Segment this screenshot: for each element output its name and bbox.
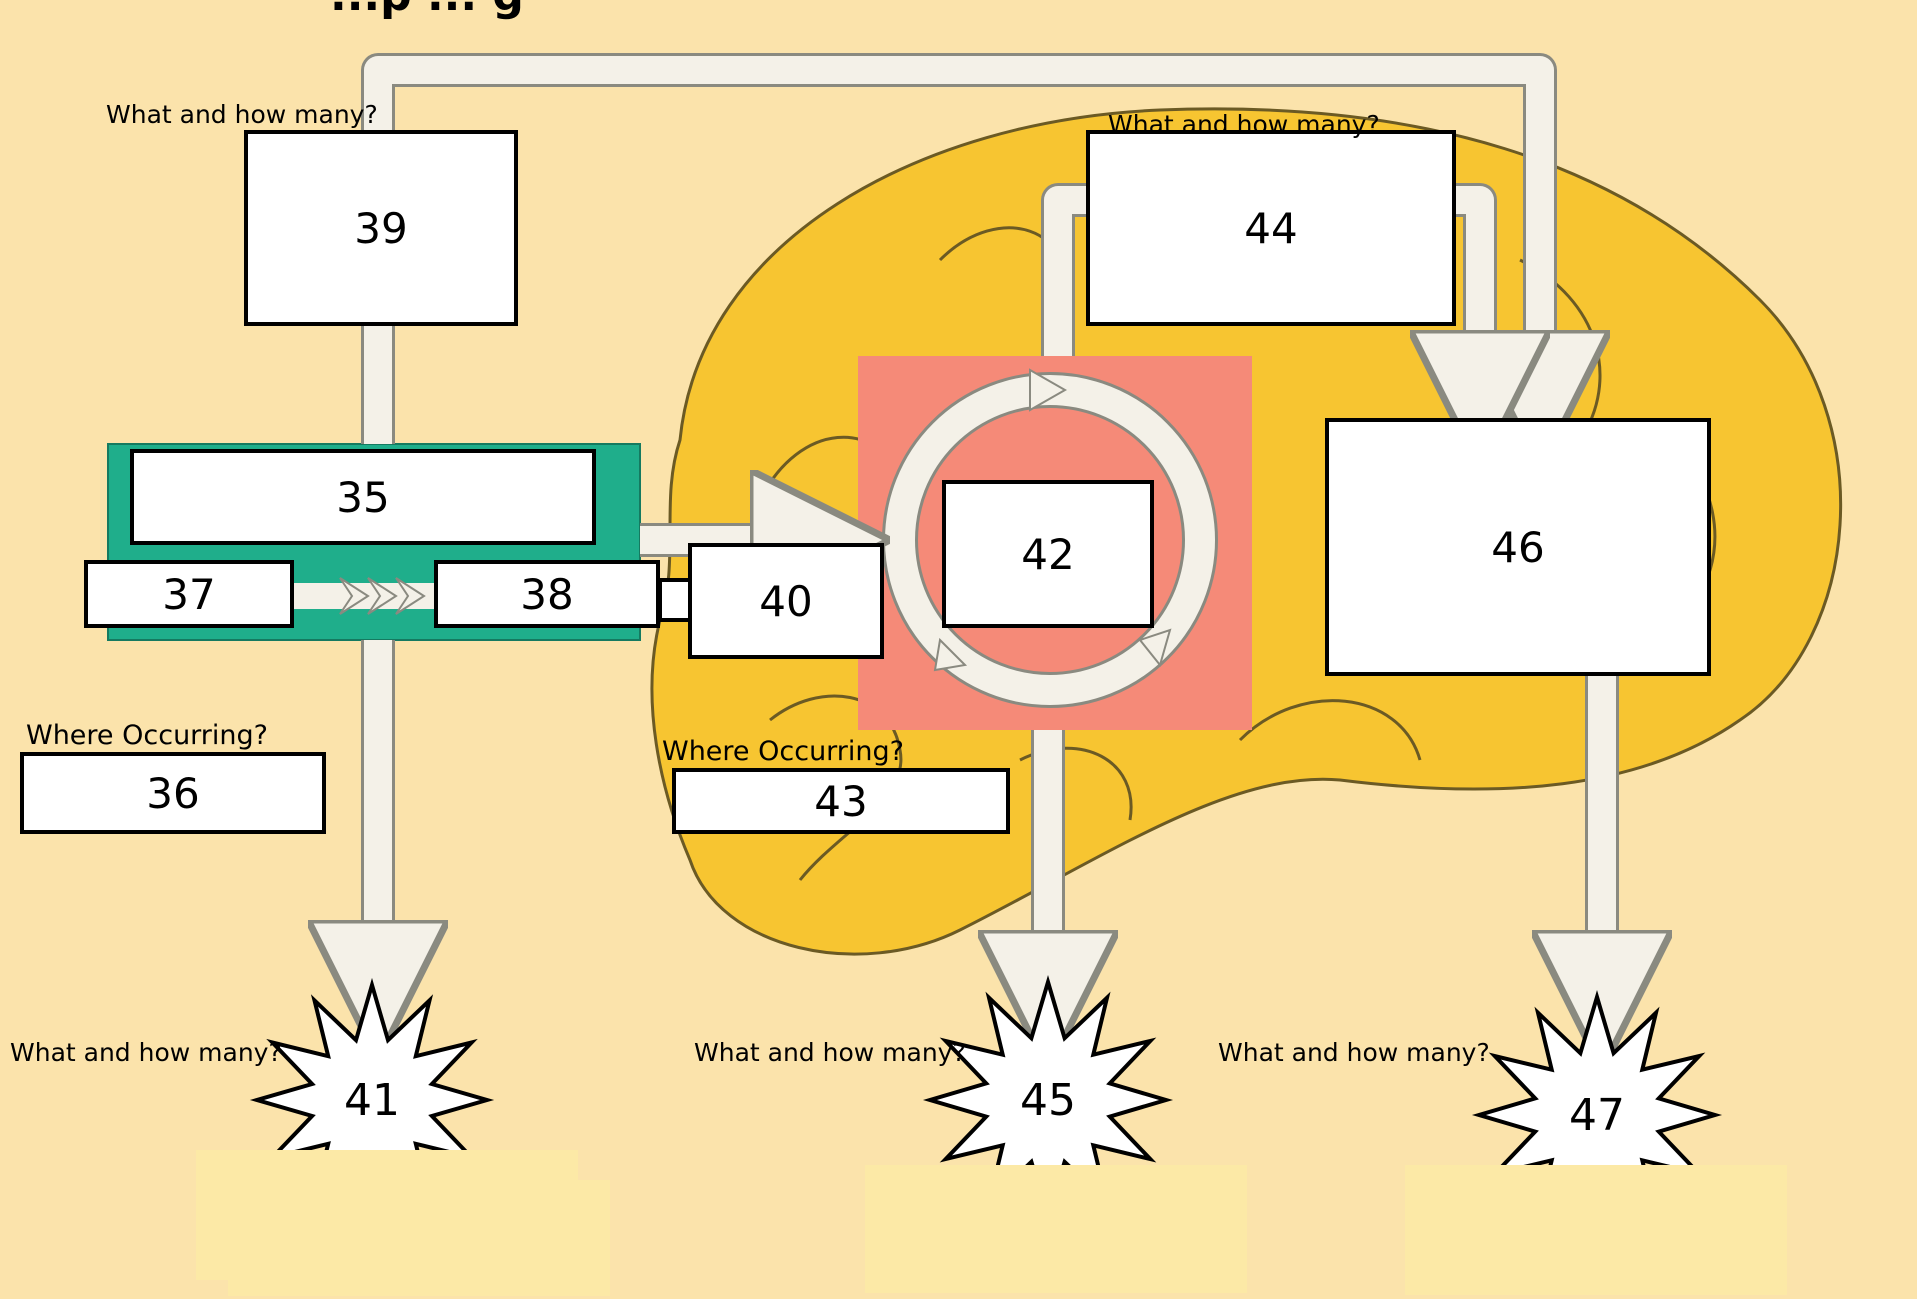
burst-41-label: 41 [344,1075,400,1126]
answer-pad-47[interactable] [1405,1165,1787,1295]
answer-pad-41b[interactable] [228,1180,610,1296]
box-36[interactable]: 36 [20,752,326,834]
box-40[interactable]: 40 [688,543,884,659]
burst-45-label: 45 [1020,1075,1076,1126]
box-38[interactable]: 38 [434,560,660,628]
box-44[interactable]: 44 [1086,130,1456,326]
title-fragment: ...p ... g [330,0,524,21]
prompt-44: What and how many? [1108,110,1380,139]
prompt-41: What and how many? [10,1038,282,1067]
box-43[interactable]: 43 [672,768,1010,834]
box-42[interactable]: 42 [942,480,1154,628]
answer-pad-45[interactable] [865,1165,1247,1293]
prompt-39: What and how many? [106,100,378,129]
box-35[interactable]: 35 [130,449,596,545]
prompt-43: Where Occurring? [662,736,904,767]
prompt-45: What and how many? [694,1038,966,1067]
box-37[interactable]: 37 [84,560,294,628]
prompt-36: Where Occurring? [26,720,268,751]
burst-47-label: 47 [1569,1090,1625,1141]
box-39[interactable]: 39 [244,130,518,326]
prompt-47: What and how many? [1218,1038,1490,1067]
box-46[interactable]: 46 [1325,418,1711,676]
